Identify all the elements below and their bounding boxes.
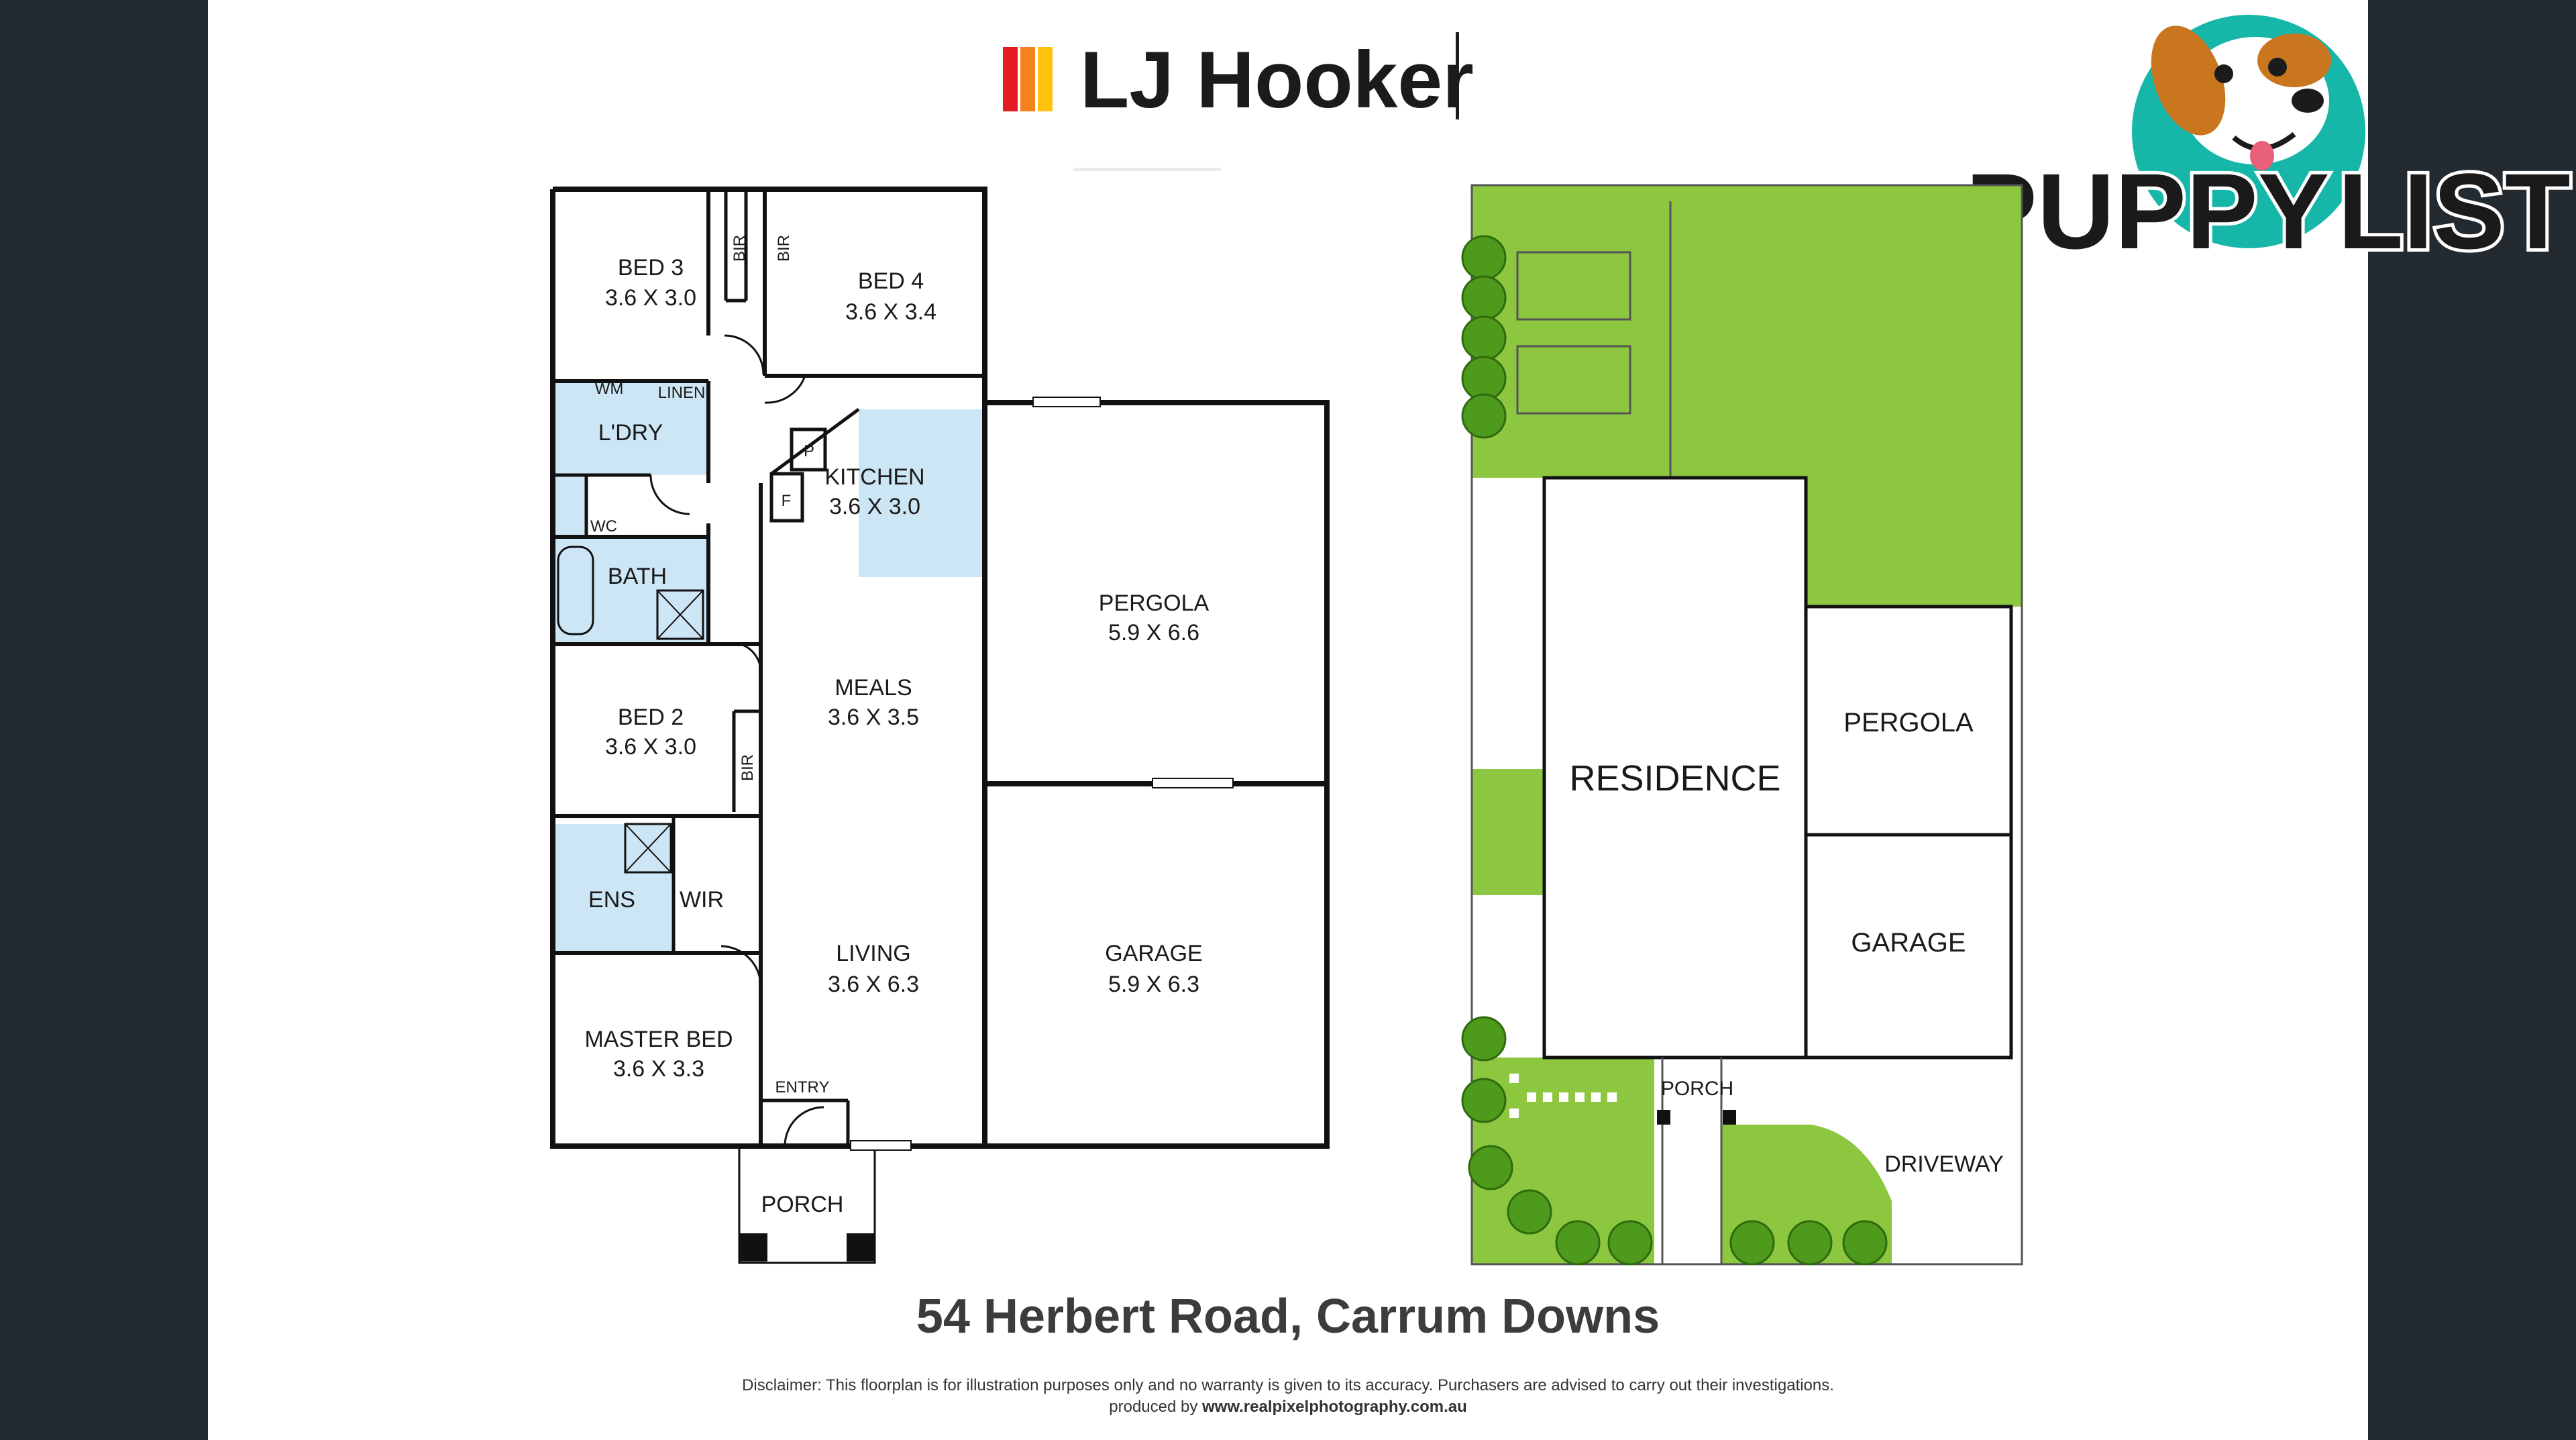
label-washing-machine: WM [595, 380, 624, 398]
site-label-garage: GARAGE [1851, 928, 1966, 958]
room-label-pergola: PERGOLA [1099, 590, 1210, 616]
front-path [1662, 1125, 1721, 1264]
room-label-wir: WIR [680, 887, 724, 913]
producer-credit: produced by www.realpixelphotography.com… [1109, 1398, 1467, 1416]
lj-hooker-logo: LJ Hooker [1003, 32, 1474, 171]
site-label-pergola: PERGOLA [1843, 708, 1974, 737]
logo-text: LJ Hooker [1080, 35, 1474, 125]
label-pantry: P [804, 442, 814, 460]
disclaimer-text: Disclaimer: This floorplan is for illust… [742, 1376, 1834, 1394]
room-label-master-bed: MASTER BED [584, 1027, 733, 1052]
dog-icon [2151, 25, 2331, 170]
room-label-entry: ENTRY [775, 1078, 830, 1096]
porch-post [847, 1233, 875, 1262]
kitchen-bench-return [859, 473, 949, 577]
kitchen-bench-side [947, 409, 983, 577]
room-label-laundry: L'DRY [598, 420, 663, 446]
logo-divider [1456, 32, 1459, 119]
room-dims-meals: 3.6 X 3.5 [828, 705, 919, 730]
porch-post [739, 1233, 767, 1262]
room-dims-kitchen: 3.6 X 3.0 [829, 494, 920, 519]
site-plan: RESIDENCE PERGOLA GARAGE PORCH DRIVEWAY [1461, 184, 2023, 1266]
room-label-bed2: BED 2 [618, 705, 684, 730]
watermark-text-puppy: PUPPY [1966, 151, 2329, 271]
producer-url: www.realpixelphotography.com.au [1201, 1398, 1467, 1416]
laundry-area [553, 381, 708, 475]
room-dims-bed2: 3.6 X 3.0 [605, 734, 696, 760]
room-label-bir: BIR [739, 754, 757, 781]
stepping-stones [1509, 1074, 1617, 1118]
site-label-porch: PORCH [1661, 1078, 1733, 1100]
room-label-wc: WC [590, 517, 617, 535]
pergola-footprint [1804, 605, 2013, 837]
logo-stripe-yellow [1038, 47, 1053, 111]
room-dims-bed4: 3.6 X 3.4 [845, 299, 936, 325]
logo-underline-shadow [1073, 168, 1221, 171]
site-label-driveway: DRIVEWAY [1884, 1151, 2004, 1177]
room-dims-garage: 5.9 X 6.3 [1108, 972, 1199, 997]
wc-area [553, 475, 586, 537]
room-dims-master-bed: 3.6 X 3.3 [613, 1056, 704, 1082]
room-label-living: LIVING [836, 941, 910, 966]
room-label-meals: MEALS [835, 675, 912, 701]
room-dims-bed3: 3.6 X 3.0 [605, 285, 696, 311]
property-address: 54 Herbert Road, Carrum Downs [916, 1290, 1660, 1343]
logo-stripe-orange [1020, 47, 1035, 111]
room-label-ensuite: ENS [588, 887, 635, 913]
floor-plan: BED 3 3.6 X 3.0 BED 4 3.6 X 3.4 BIR BIR … [550, 187, 1330, 1264]
room-label-bir: BIR [775, 235, 793, 262]
residence-footprint [1542, 476, 1808, 1060]
site-label-residence: RESIDENCE [1569, 758, 1780, 799]
garage-footprint [1804, 833, 2013, 1060]
ensuite-area [553, 824, 674, 953]
side-lawn [1472, 769, 1544, 895]
wet-areas [553, 381, 983, 953]
room-label-porch: PORCH [761, 1192, 844, 1217]
room-label-garage: GARAGE [1105, 941, 1202, 966]
room-dims-living: 3.6 X 6.3 [828, 972, 919, 997]
label-fridge: F [782, 492, 792, 510]
label-linen: LINEN [658, 384, 706, 402]
puppylist-watermark: PUPPY LIST [1962, 15, 2574, 274]
logo-stripe-red [1003, 47, 1018, 111]
outer-walls [550, 187, 1330, 1149]
room-dims-pergola: 5.9 X 6.6 [1108, 620, 1199, 646]
watermark-text-list: LIST [2338, 151, 2571, 271]
room-label-bed4: BED 4 [858, 268, 924, 294]
producer-prefix: produced by [1109, 1398, 1202, 1416]
room-label-bath: BATH [608, 564, 667, 589]
room-label-bir: BIR [731, 235, 749, 262]
room-label-kitchen: KITCHEN [824, 464, 924, 490]
back-lawn [1472, 185, 2022, 607]
room-label-bed3: BED 3 [618, 255, 684, 280]
shrubs [1461, 235, 1888, 1266]
